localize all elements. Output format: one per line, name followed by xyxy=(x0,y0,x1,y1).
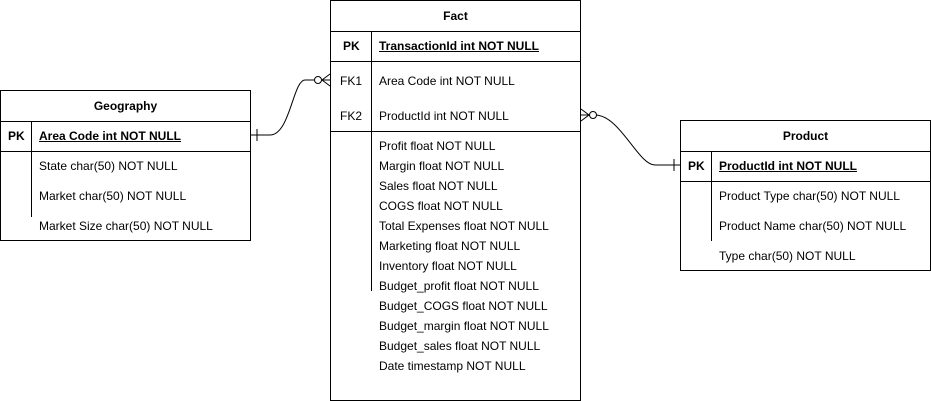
fact-field[interactable]: Budget_margin float NOT NULL xyxy=(379,319,549,333)
fact-title: Fact xyxy=(331,1,580,32)
fact-field[interactable]: Margin float NOT NULL xyxy=(379,159,505,173)
product-field[interactable]: Type char(50) NOT NULL xyxy=(719,249,856,263)
fact-field[interactable]: Date timestamp NOT NULL xyxy=(379,359,526,373)
relationship-line xyxy=(251,79,330,136)
fact-fk2-label: FK2 xyxy=(340,109,363,123)
crowfoot-many-icon xyxy=(321,73,331,87)
fact-field[interactable]: COGS float NOT NULL xyxy=(379,199,503,213)
crowfoot-many-icon xyxy=(580,108,590,122)
geography-fact-relationship[interactable] xyxy=(251,73,331,141)
fact-entity[interactable]: Fact PK TransactionId int NOT NULL FK1 A… xyxy=(330,0,581,401)
product-fact-relationship[interactable] xyxy=(580,108,680,171)
geography-field[interactable]: Market char(50) NOT NULL xyxy=(39,189,187,203)
fact-field[interactable]: Sales float NOT NULL xyxy=(379,179,498,193)
fact-field[interactable]: Inventory float NOT NULL xyxy=(379,259,517,273)
zero-marker-icon xyxy=(589,111,597,119)
product-pk-divider xyxy=(681,181,930,182)
fact-fk1-label: FK1 xyxy=(340,74,363,88)
product-pk-field[interactable]: ProductId int NOT NULL xyxy=(719,159,857,173)
geography-field[interactable]: State char(50) NOT NULL xyxy=(39,159,178,173)
fact-pk-label: PK xyxy=(343,39,360,53)
relationship-line xyxy=(581,114,680,166)
fact-fk-divider xyxy=(331,131,580,132)
product-title: Product xyxy=(681,121,930,152)
fact-field[interactable]: Total Expenses float NOT NULL xyxy=(379,219,549,233)
fact-key-column-divider xyxy=(371,31,372,291)
geography-pk-field[interactable]: Area Code int NOT NULL xyxy=(39,129,182,143)
zero-marker-icon xyxy=(314,76,322,84)
geography-title: Geography xyxy=(1,91,250,122)
fact-field[interactable]: Budget_sales float NOT NULL xyxy=(379,339,541,353)
product-entity[interactable]: Product PK ProductId int NOT NULL Produc… xyxy=(680,120,931,271)
geography-pk-divider xyxy=(1,151,250,152)
fact-fk2-field[interactable]: ProductId int NOT NULL xyxy=(379,109,509,123)
geography-field[interactable]: Market Size char(50) NOT NULL xyxy=(39,219,213,233)
fact-pk-divider xyxy=(331,61,580,62)
product-field[interactable]: Product Name char(50) NOT NULL xyxy=(719,219,907,233)
geography-pk-label: PK xyxy=(8,129,25,143)
geography-entity[interactable]: Geography PK Area Code int NOT NULL Stat… xyxy=(0,90,251,241)
geography-key-column-divider xyxy=(31,121,32,217)
fact-field[interactable]: Profit float NOT NULL xyxy=(379,139,496,153)
fact-field[interactable]: Marketing float NOT NULL xyxy=(379,239,521,253)
fact-field[interactable]: Budget_profit float NOT NULL xyxy=(379,279,539,293)
fact-field[interactable]: Budget_COGS float NOT NULL xyxy=(379,299,548,313)
fact-pk-field[interactable]: TransactionId int NOT NULL xyxy=(379,39,540,53)
fact-fk1-field[interactable]: Area Code int NOT NULL xyxy=(379,74,515,88)
product-pk-label: PK xyxy=(688,159,705,173)
product-key-column-divider xyxy=(711,151,712,241)
product-field[interactable]: Product Type char(50) NOT NULL xyxy=(719,189,900,203)
